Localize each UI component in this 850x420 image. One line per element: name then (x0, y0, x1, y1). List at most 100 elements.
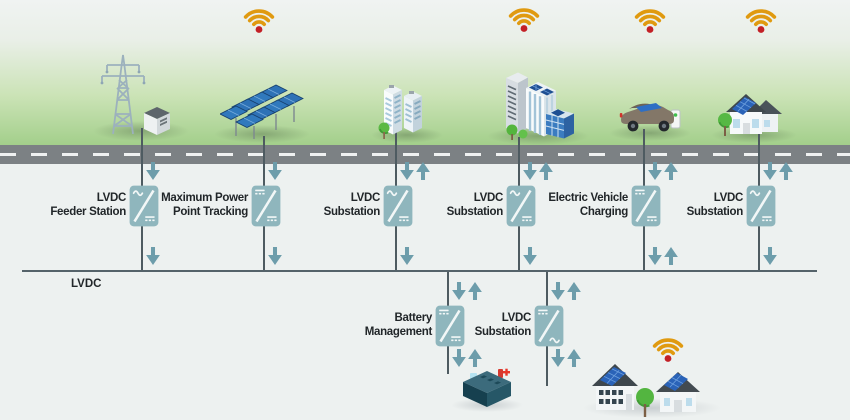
transmission-tower (100, 54, 146, 134)
wifi-icon (634, 9, 666, 33)
down-arrow-icon (146, 162, 160, 180)
wifi-icon (745, 9, 777, 33)
dc-ac-converter-icon (534, 305, 564, 347)
roof-solar-panel (732, 97, 756, 115)
diagonal-divider (387, 189, 409, 223)
down-arrow-icon (523, 162, 537, 180)
up-arrow-icon (567, 349, 581, 367)
diagonal-divider (133, 189, 155, 223)
down-arrow-icon (763, 162, 777, 180)
lvdc-bus-label: LVDC (71, 278, 102, 290)
landscape-backdrop (0, 0, 850, 145)
ac-symbol (509, 190, 521, 197)
node-label: Maximum Power Point Tracking (161, 192, 248, 218)
door (674, 400, 682, 412)
roof-solar-panel (600, 367, 626, 386)
node-label: Battery Management (364, 312, 433, 338)
down-arrow-icon (648, 162, 662, 180)
up-arrow-icon (664, 247, 678, 265)
node-label: LVDC Substation (446, 192, 504, 218)
down-arrow-icon (400, 162, 414, 180)
road (0, 145, 850, 164)
node-label: LVDC Feeder Station (50, 192, 126, 218)
windshield (636, 103, 662, 112)
wifi-icon (508, 8, 540, 32)
down-arrow-icon (648, 247, 662, 265)
ac-symbol (749, 190, 761, 197)
dc-symbol (538, 309, 548, 315)
solar-house (718, 94, 782, 136)
wifi-icon (652, 338, 684, 362)
down-arrow-icon (268, 247, 282, 265)
commercial-buildings (506, 72, 574, 140)
down-arrow-icon (268, 162, 282, 180)
dc-dc-converter-icon (435, 305, 465, 347)
battery (463, 368, 511, 407)
dc-symbol (439, 309, 449, 315)
ac-symbol (549, 337, 560, 344)
up-arrow-icon (468, 349, 482, 367)
dc-symbol (145, 216, 155, 222)
diagonal-divider (439, 309, 461, 343)
dc-symbol (399, 216, 409, 222)
ac-dc-converter-icon (746, 185, 776, 227)
electric-car-with-charger (619, 103, 681, 132)
tree (518, 129, 528, 139)
up-arrow-icon (416, 162, 430, 180)
dc-symbol (635, 189, 645, 195)
ac-dc-converter-icon (129, 185, 159, 227)
tree (636, 388, 654, 406)
up-arrow-icon (539, 162, 553, 180)
dc-symbol (522, 216, 532, 222)
down-arrow-icon (763, 247, 777, 265)
up-arrow-icon (567, 282, 581, 300)
door (626, 394, 632, 410)
diagonal-divider (750, 189, 772, 223)
tree (378, 122, 390, 134)
down-arrow-icon (523, 247, 537, 265)
feeder-cabinet (144, 107, 170, 135)
diagonal-divider (510, 189, 532, 223)
diagonal-divider (635, 189, 657, 223)
ac-symbol (132, 190, 144, 197)
car-body (619, 103, 674, 132)
roof-solar-panel (664, 373, 688, 391)
charger-status-light (673, 113, 678, 117)
node-label: LVDC Substation (323, 192, 381, 218)
rooftop-solar-panels (529, 84, 554, 96)
diagonal-divider (538, 309, 560, 343)
ac-dc-converter-icon (506, 185, 536, 227)
down-arrow-icon (551, 349, 565, 367)
dc-symbol (762, 216, 772, 222)
plus-terminal (503, 368, 510, 376)
up-arrow-icon (664, 162, 678, 180)
tree (718, 113, 732, 127)
lvdc-bus-line (22, 270, 817, 272)
office-buildings (378, 85, 422, 139)
door (743, 123, 750, 134)
dc-symbol (255, 189, 265, 195)
down-arrow-icon (400, 247, 414, 265)
down-arrow-icon (452, 349, 466, 367)
dc-dc-converter-icon (631, 185, 661, 227)
diagonal-divider (255, 189, 277, 223)
ac-symbol (386, 190, 398, 197)
solar-panel-array (220, 84, 304, 139)
node-label: LVDC Substation (474, 312, 532, 338)
dc-symbol (451, 336, 461, 342)
node-label: LVDC Substation (686, 192, 744, 218)
up-arrow-icon (779, 162, 793, 180)
dc-symbol (647, 216, 657, 222)
down-arrow-icon (146, 247, 160, 265)
shadow (214, 125, 310, 143)
down-arrow-icon (551, 282, 565, 300)
down-arrow-icon (452, 282, 466, 300)
ac-dc-converter-icon (383, 185, 413, 227)
wifi-icon (243, 9, 275, 33)
dc-dc-converter-icon (251, 185, 281, 227)
node-label: Electric Vehicle Charging (548, 192, 628, 218)
up-arrow-icon (468, 282, 482, 300)
solar-homes (592, 364, 700, 417)
dc-symbol (267, 216, 277, 222)
